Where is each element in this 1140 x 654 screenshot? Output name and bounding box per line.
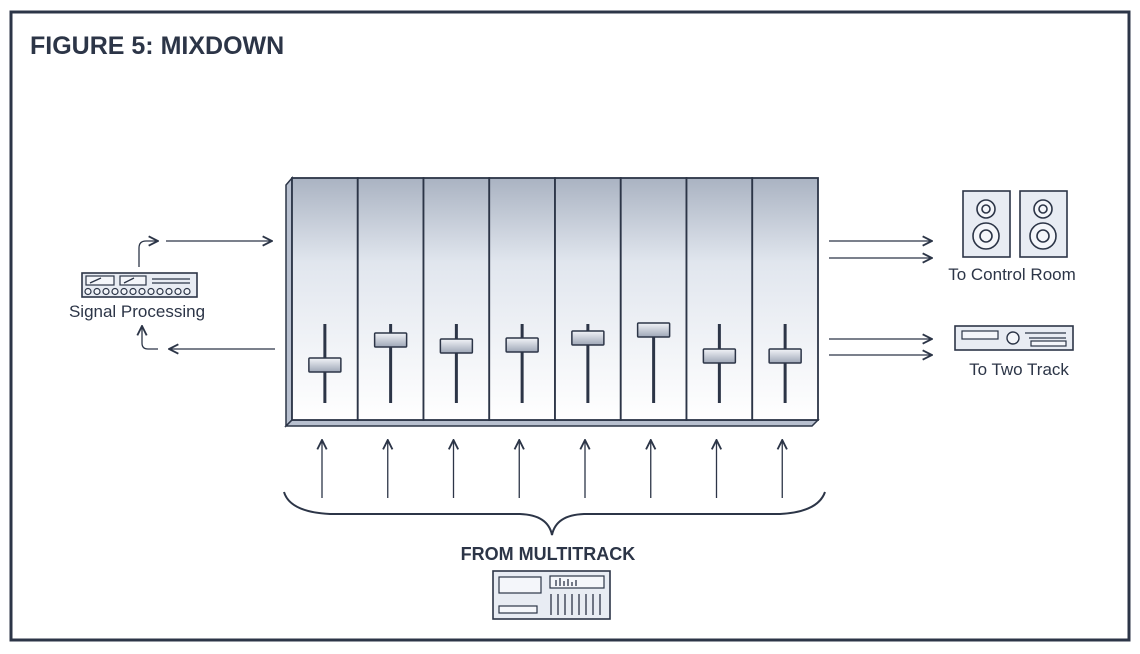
speaker-left-icon: [962, 190, 1011, 258]
multitrack-recorder-icon: [492, 570, 611, 620]
processor-return-hook: [142, 326, 158, 350]
fader-knob-1[interactable]: [308, 357, 342, 373]
two-track-recorder-icon: [954, 325, 1074, 351]
fader-knob-2[interactable]: [373, 332, 408, 348]
signal-processor-icon: [81, 272, 198, 298]
fader-knob-3[interactable]: [439, 338, 474, 354]
mixing-console: [284, 175, 820, 428]
fader-knob-6[interactable]: [636, 322, 671, 338]
multitrack-inputs: [322, 440, 782, 498]
fader-knob-7[interactable]: [702, 348, 737, 364]
fader-knob-4[interactable]: [505, 337, 539, 353]
signal-processing-label: Signal Processing: [69, 302, 205, 321]
control-room-label: To Control Room: [948, 265, 1076, 284]
processor-send-arrow: [138, 241, 158, 267]
speaker-right-icon: [1019, 190, 1068, 258]
fader-knob-8[interactable]: [768, 348, 802, 364]
figure-title: FIGURE 5: MIXDOWN: [30, 32, 284, 60]
two-track-label: To Two Track: [969, 360, 1069, 379]
multitrack-brace: [283, 491, 826, 536]
multitrack-label: FROM MULTITRACK: [461, 544, 636, 564]
fader-knob-5[interactable]: [571, 330, 605, 346]
